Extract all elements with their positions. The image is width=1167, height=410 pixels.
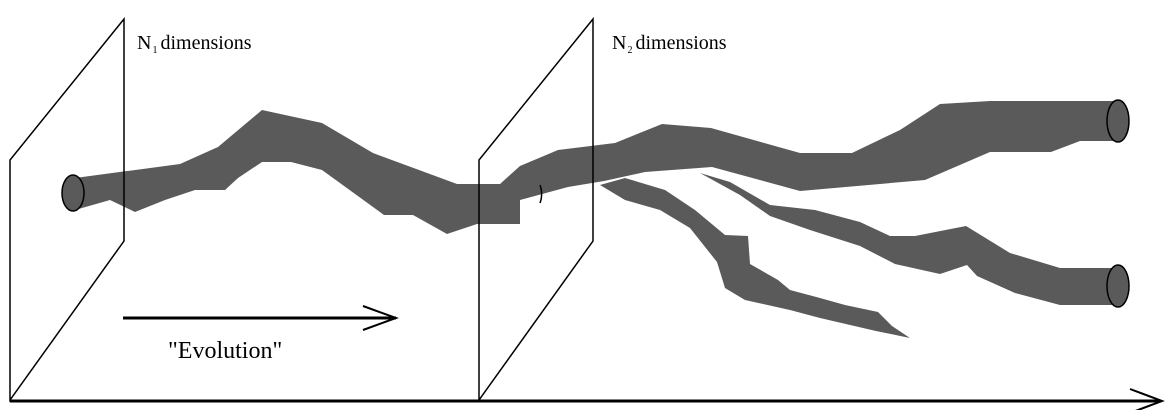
tube-cap-middle <box>539 184 543 204</box>
plane-n1-label-base: N <box>137 32 152 54</box>
evolution-arrow <box>123 305 399 331</box>
plane-n1-label-subscript: 1 <box>152 45 158 56</box>
base-axis <box>10 388 1165 410</box>
plane-n2-label-text: dimensions <box>635 32 727 54</box>
plane-n2-label-subscript: 2 <box>627 45 633 56</box>
tube-end-caps <box>61 99 1130 308</box>
tube-branch-lower <box>700 173 1115 305</box>
base-axis-arrowhead <box>1129 388 1165 410</box>
evolution-label: "Evolution" <box>168 338 283 364</box>
tube-trunk <box>75 101 1115 234</box>
plane-n2 <box>478 16 594 403</box>
tube-cap-bottom-right <box>1106 264 1130 308</box>
tube-branch-thin <box>600 178 910 338</box>
plane-n2-label-base: N <box>612 32 627 54</box>
planes <box>9 16 594 403</box>
tube-cap-left <box>61 174 85 212</box>
evolution-arrow-head <box>362 305 399 331</box>
plane-n1 <box>9 16 125 403</box>
evolution-tube <box>75 101 1115 338</box>
plane-n1-label-text: dimensions <box>160 32 252 54</box>
tube-cap-top-right <box>1106 99 1130 143</box>
